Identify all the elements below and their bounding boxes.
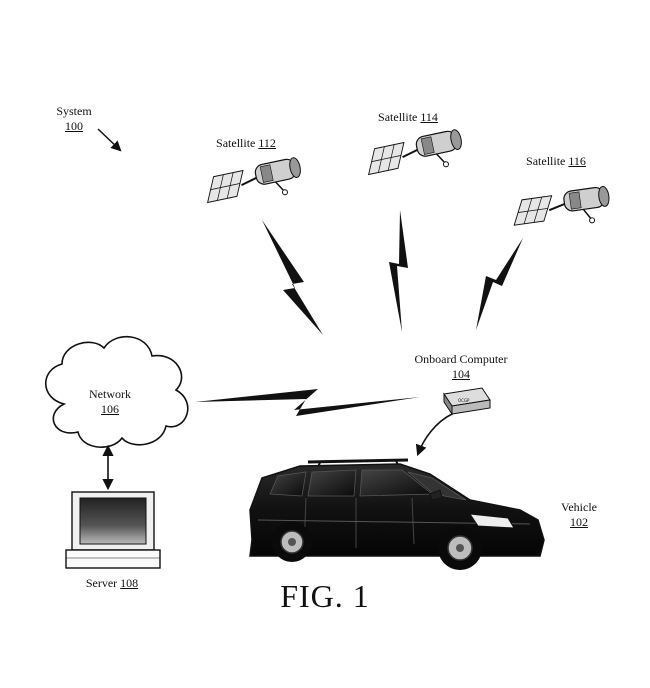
network-label-name: Network: [89, 387, 131, 401]
server-label-ref: 108: [120, 576, 139, 590]
network-label: Network 106: [80, 387, 140, 417]
server-label: Server 108: [70, 576, 154, 591]
system-label: System 100: [52, 104, 96, 134]
system-pointer-arrow: [97, 128, 122, 152]
server-label-name: Server: [85, 576, 118, 590]
onboard-computer-device: OCGP: [443, 387, 491, 416]
onboard-computer-label-ref: 104: [452, 367, 470, 381]
vehicle-label-ref: 102: [570, 515, 588, 529]
vehicle-car-icon: [249, 458, 545, 570]
satellite-114-label-name: Satellite: [378, 110, 418, 124]
satellite-116-signal-bolt: [476, 238, 523, 330]
onboard-computer-device-label: OCGP: [458, 398, 470, 403]
satellite-116-icon: [513, 186, 610, 226]
satellite-116-label-ref: 116: [568, 154, 586, 168]
server-computer-icon: [65, 491, 161, 569]
vehicle-label: Vehicle 102: [552, 500, 606, 530]
satellite-112-icon: [207, 157, 301, 204]
figure-caption: FIG. 1: [280, 578, 370, 614]
satellite-112-signal-bolt: [262, 220, 323, 335]
satellite-112-label-ref: 112: [258, 136, 276, 150]
satellite-116-label: Satellite 116: [516, 154, 596, 169]
satellite-112-label: Satellite 112: [206, 136, 286, 151]
satellite-114-label: Satellite 114: [368, 110, 448, 125]
network-cloud: [45, 335, 189, 448]
onboard-computer-label-name: Onboard Computer: [414, 352, 508, 366]
satellite-114-label-ref: 114: [420, 110, 438, 124]
network-signal-bolt: [195, 389, 420, 416]
system-label-ref: 100: [65, 119, 83, 133]
onboard-computer-label: Onboard Computer 104: [406, 352, 516, 382]
vehicle-label-name: Vehicle: [561, 500, 597, 514]
satellite-112-label-name: Satellite: [216, 136, 256, 150]
satellite-114-icon: [368, 129, 462, 176]
satellite-116-label-name: Satellite: [526, 154, 566, 168]
system-label-name: System: [56, 104, 92, 118]
onboard-to-vehicle-arrow: [415, 413, 453, 457]
satellite-114-signal-bolt: [389, 210, 408, 332]
network-label-ref: 106: [101, 402, 119, 416]
